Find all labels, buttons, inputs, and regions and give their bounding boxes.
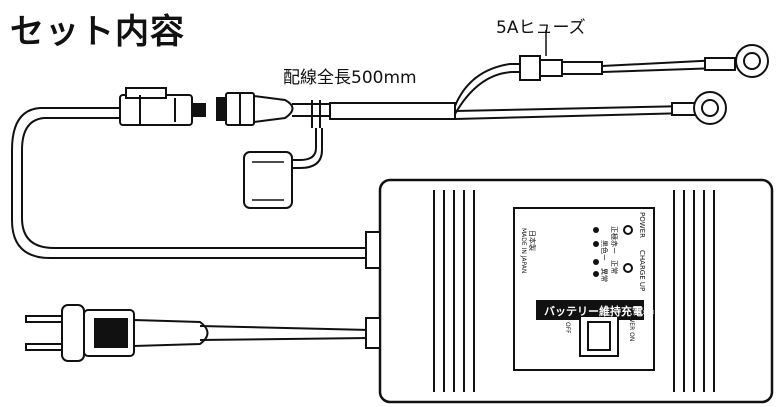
sae-connector-male — [119, 87, 206, 126]
ac-power-plug — [25, 304, 371, 362]
switch-off-label: OFF — [564, 322, 571, 334]
fuse-holder — [519, 30, 721, 81]
cord-length-label: 配線全長500mm — [283, 68, 417, 88]
output-cable — [11, 107, 368, 259]
made-in-label: 日本製 — [528, 230, 537, 251]
charge-status-2: 異常 — [600, 268, 609, 282]
fuse-label: 5Aヒューズ — [496, 18, 586, 38]
battery-cable — [292, 63, 691, 169]
ring-terminal-top — [704, 44, 769, 78]
sae-connector-female — [216, 92, 294, 126]
ring-terminal-bottom — [671, 91, 727, 125]
power-status-2: 黒色ー — [600, 240, 609, 261]
switch-on-label: POWER ON — [628, 308, 635, 341]
power-indicator-label: POWER — [638, 212, 646, 238]
made-in-japan-label: MADE IN JAPAN — [520, 228, 527, 273]
power-status-1: 正極赤ー — [610, 226, 619, 254]
panel-title: バッテリー維持充電器 — [544, 304, 655, 318]
connector-dust-cap — [243, 151, 293, 209]
charge-status-1: 正常 — [610, 260, 619, 274]
charge-up-label: CHARGE UP — [638, 250, 646, 291]
page-title: セット内容 — [10, 12, 185, 52]
charger-body — [365, 178, 774, 404]
